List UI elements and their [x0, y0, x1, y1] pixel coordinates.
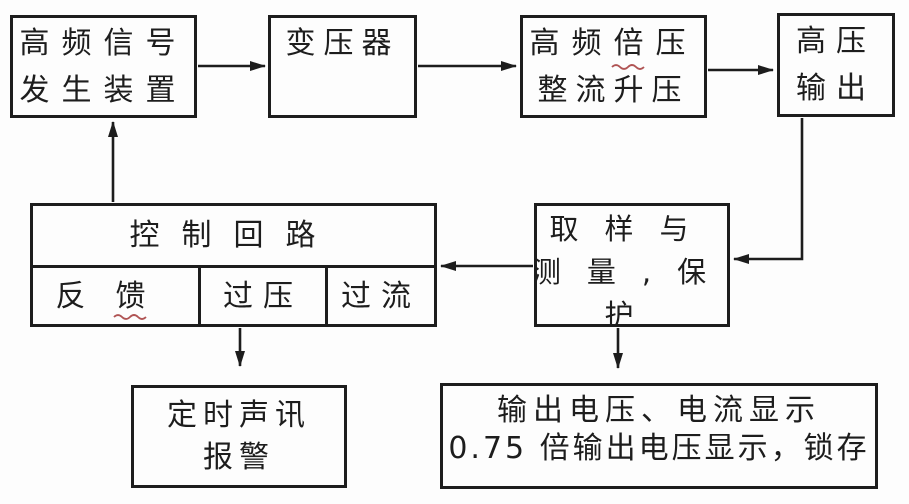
node-label-line: 变压器	[285, 26, 400, 61]
node-label-line: 高频倍压	[529, 25, 698, 61]
node-output-voltage-current-display: 输出电压、电流显示 0.75 倍输出电压显示，锁存	[440, 383, 878, 489]
node-hv-output: 高压 输出	[777, 13, 895, 117]
control-cell-overcurrent: 过流	[328, 268, 434, 324]
node-label-line: 输出	[796, 71, 876, 106]
control-cell-feedback: 反馈	[33, 268, 198, 324]
node-label-line: 整流升压	[537, 72, 690, 108]
node-label-line: 高频信号	[19, 25, 188, 61]
node-sampling-measure-protect: 取样与 测量,保 护	[534, 203, 730, 327]
cell-label: 反馈	[55, 278, 176, 314]
cell-label: 过压	[223, 278, 303, 314]
cell-label: 过流	[341, 278, 421, 314]
node-control-loop: 控制回路 反馈 过压 过流	[30, 203, 437, 327]
control-loop-title: 控制回路	[129, 218, 338, 253]
node-label-line: 报警	[203, 439, 275, 475]
node-hf-signal-generator: 高频信号 发生装置	[10, 15, 197, 118]
node-label-line-clipped: 护	[604, 298, 660, 327]
control-cell-overvoltage: 过压	[198, 268, 328, 324]
node-hf-doubler-rectifier: 高频倍压 整流升压	[520, 15, 707, 118]
node-label-line: 取样与	[549, 212, 715, 246]
node-label-line: 高压	[796, 24, 876, 59]
node-label-line: 定时声讯	[167, 397, 311, 433]
node-label-line: 输出电压、电流显示	[497, 393, 821, 428]
node-label-line: 发生装置	[19, 72, 188, 108]
node-label-line: 0.75 倍输出电压显示，锁存	[448, 431, 870, 466]
node-transformer: 变压器	[268, 15, 417, 118]
control-loop-cells: 反馈 过压 过流	[33, 268, 434, 324]
node-timed-audio-alarm: 定时声讯 报警	[131, 385, 347, 488]
control-loop-header: 控制回路	[33, 206, 434, 268]
node-label-line: 测量,保	[534, 255, 730, 289]
arrow-hv-output-to-sampling	[733, 118, 804, 264]
